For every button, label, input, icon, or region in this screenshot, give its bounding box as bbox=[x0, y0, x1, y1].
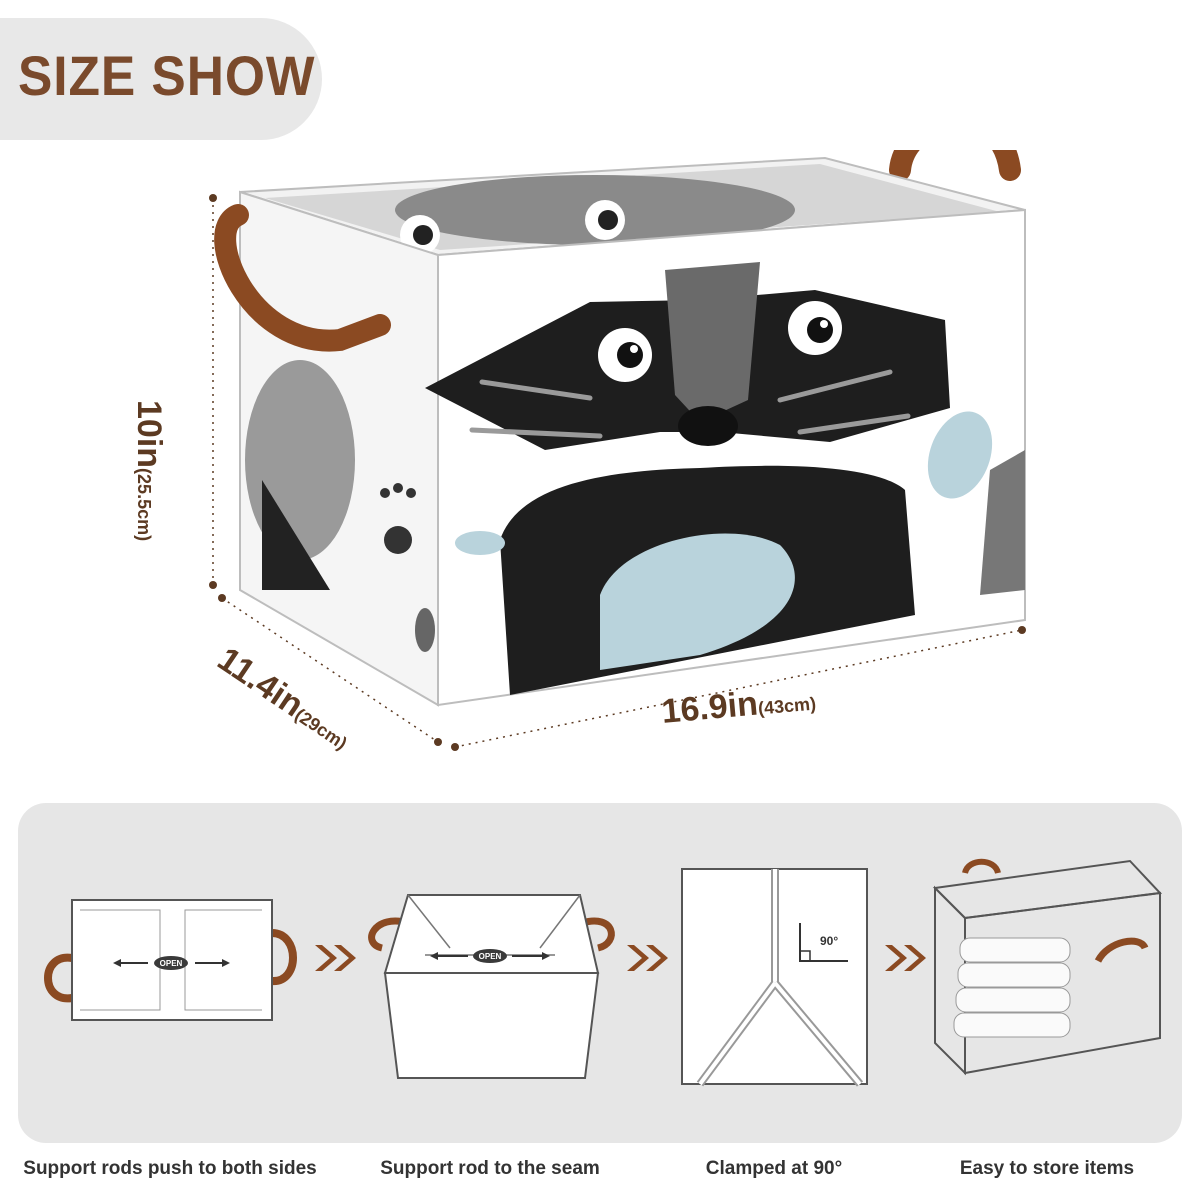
assembly-steps-diagram: OPEN OPEN 90° bbox=[44, 858, 1163, 1087]
arrow-chevrons-3 bbox=[885, 945, 926, 971]
step-1-diagram: OPEN bbox=[44, 899, 297, 1021]
step-3-diagram: 90° bbox=[681, 868, 868, 1087]
angle-label: 90° bbox=[820, 934, 838, 948]
size-show-title: SIZE SHOW bbox=[18, 44, 316, 107]
height-cm: (25.5cm) bbox=[134, 468, 154, 542]
dimension-endpoints bbox=[209, 194, 1026, 751]
step-4-label: Easy to store items bbox=[959, 1158, 1135, 1179]
size-show-banner bbox=[0, 18, 322, 140]
step-4-diagram bbox=[932, 858, 1163, 1076]
step-3-label: Clamped at 90° bbox=[705, 1158, 843, 1179]
open-badge-1 bbox=[154, 956, 188, 970]
arrow-chevrons-1 bbox=[315, 945, 356, 971]
open-badge-2 bbox=[473, 949, 507, 963]
dimension-guides bbox=[212, 198, 1023, 748]
open-badge-2-text: OPEN bbox=[479, 952, 502, 961]
step-2-label: Support rod to the seam bbox=[380, 1158, 600, 1179]
width-inches: 16.9in bbox=[660, 684, 760, 731]
back-handle bbox=[889, 150, 1021, 181]
open-badge-1-text: OPEN bbox=[160, 959, 183, 968]
storage-basket-illustration bbox=[209, 150, 1026, 751]
height-inches: 10in bbox=[130, 400, 168, 469]
arrow-chevrons-2 bbox=[627, 945, 668, 971]
height-dimension: 10in(25.5cm) bbox=[129, 400, 168, 541]
step-2-diagram: OPEN bbox=[368, 894, 615, 1079]
width-cm: (43cm) bbox=[757, 693, 817, 719]
front-handle bbox=[214, 204, 391, 352]
step-1-label: Support rods push to both sides bbox=[23, 1158, 317, 1179]
